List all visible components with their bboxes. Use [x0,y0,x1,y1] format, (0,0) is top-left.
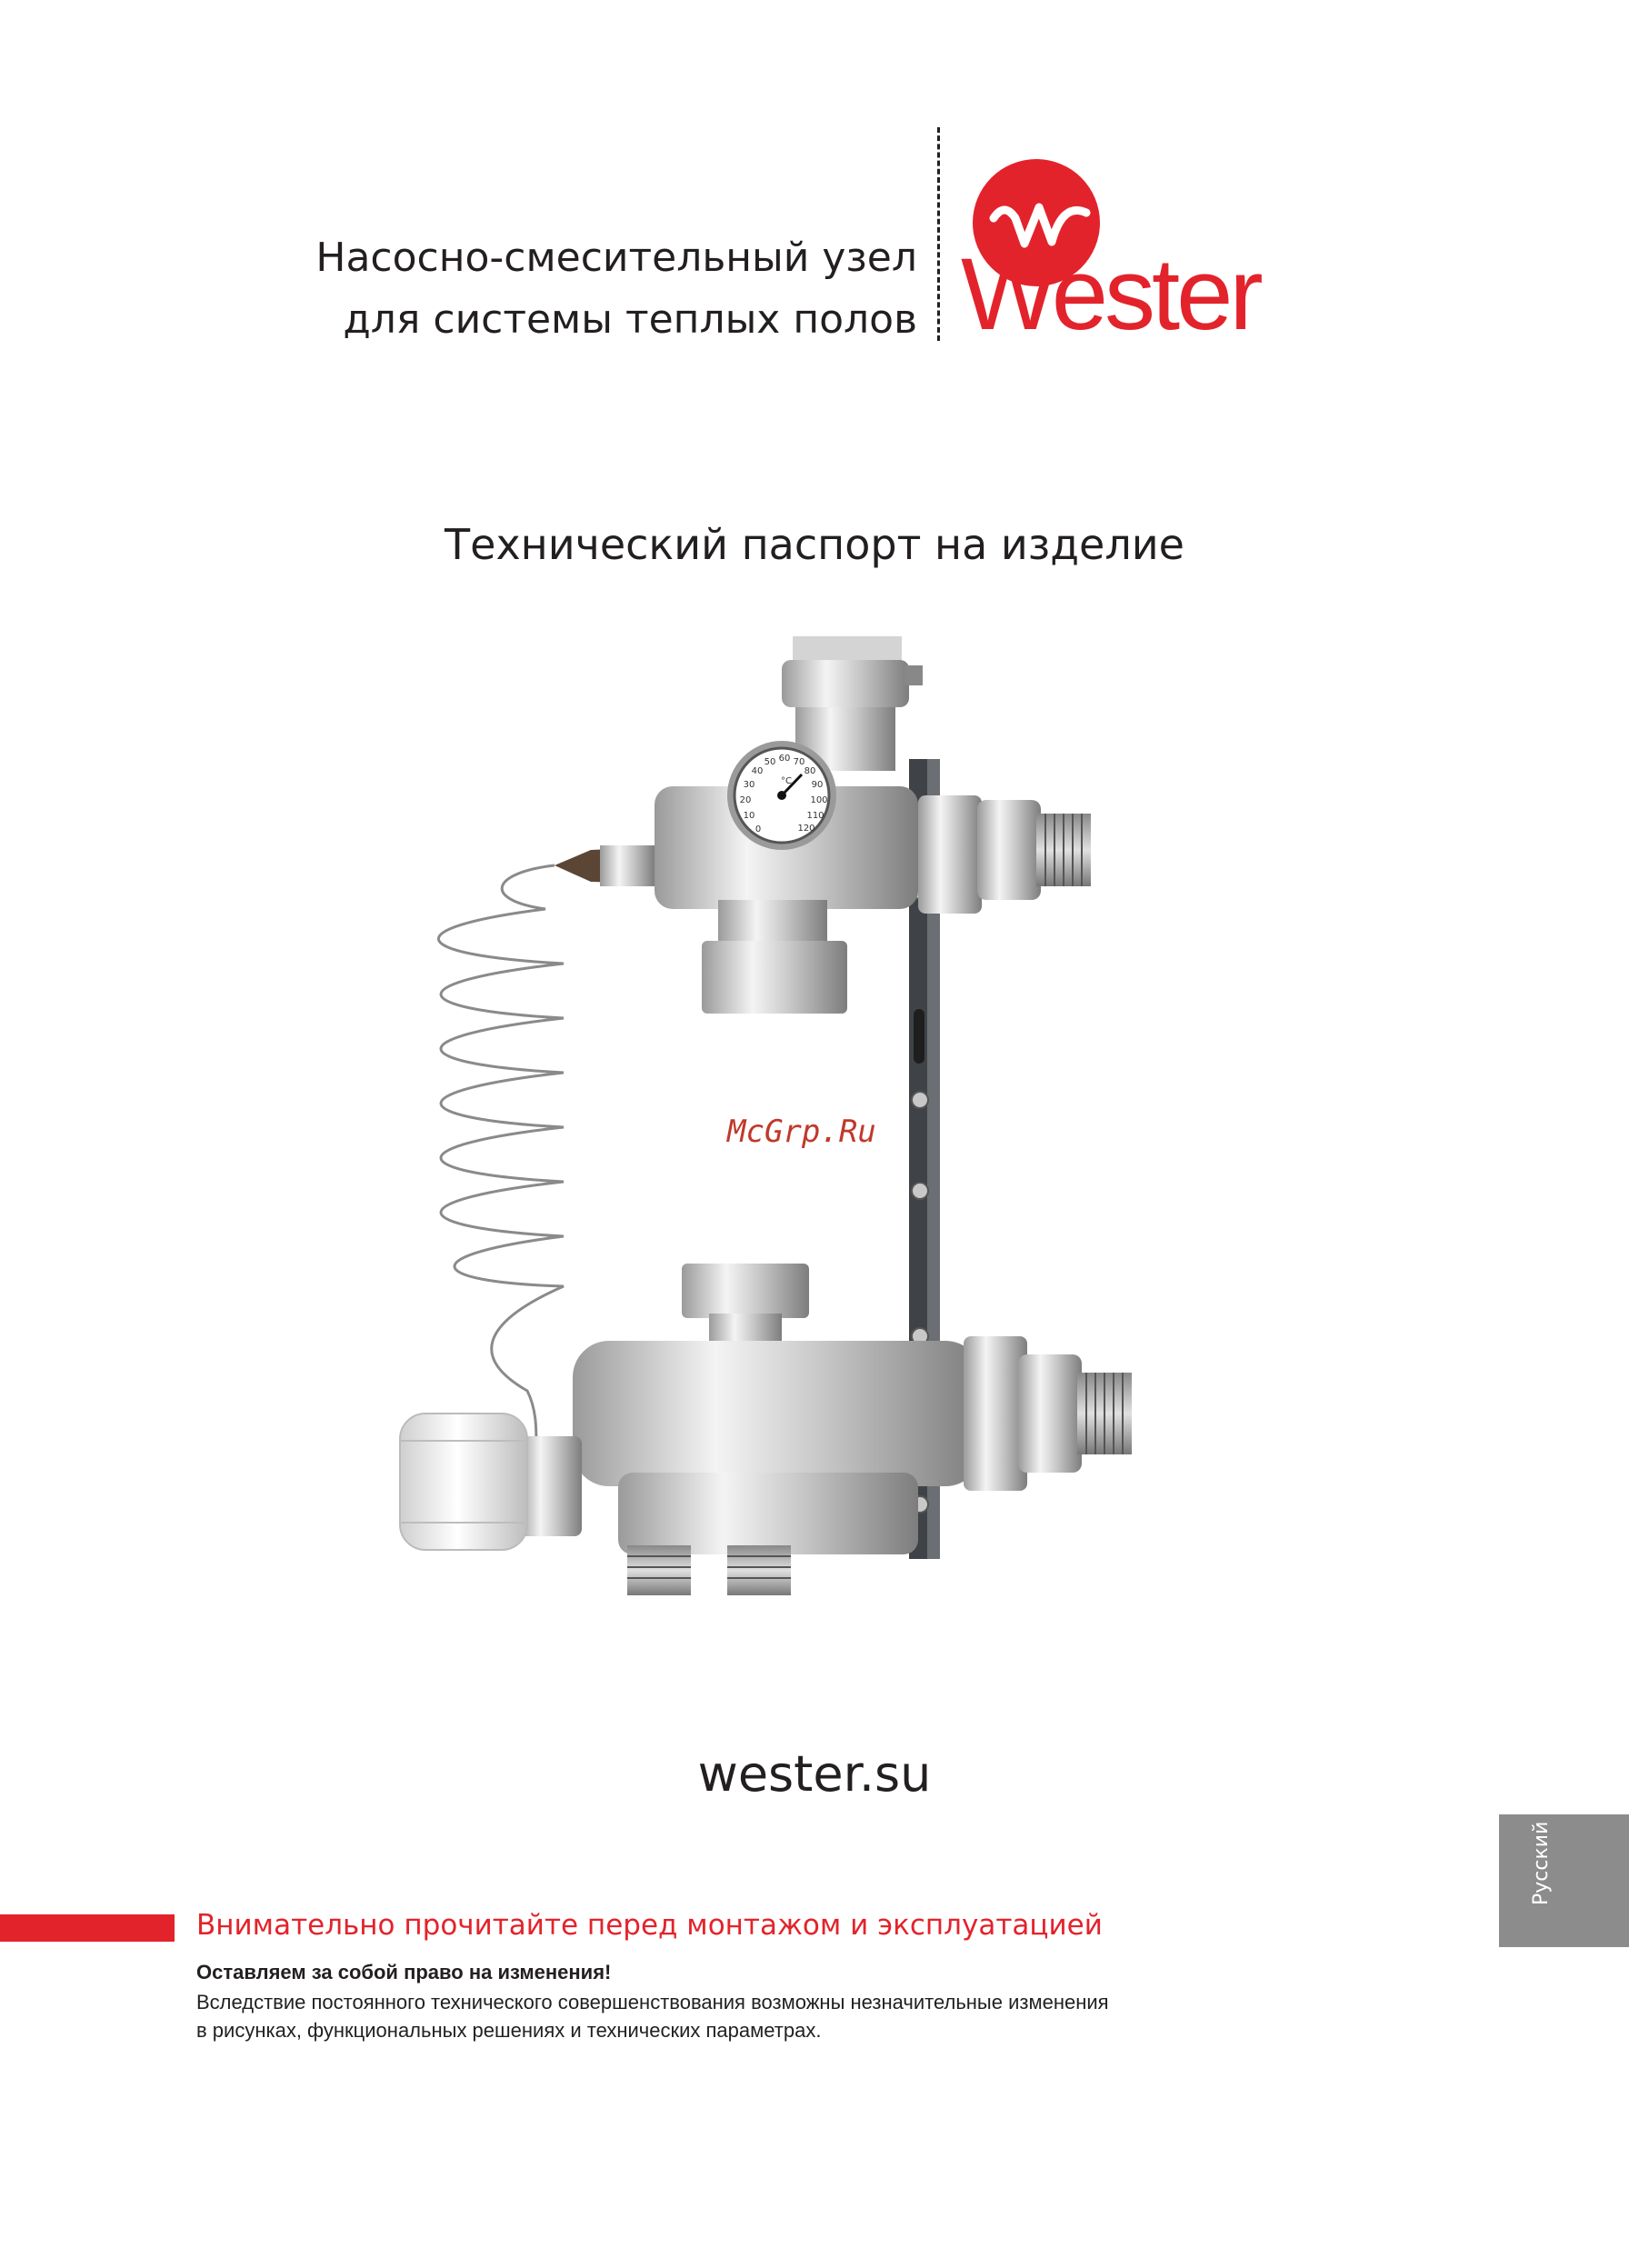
svg-text:50: 50 [765,757,776,767]
rights-notice-heading: Оставляем за собой право на изменения! [196,1961,612,1983]
red-accent-bar [0,1914,175,1942]
language-tab [1499,1814,1629,1947]
svg-text:°C: °C [781,776,792,786]
svg-text:10: 10 [744,811,755,821]
svg-text:60: 60 [779,754,791,764]
svg-text:70: 70 [794,757,805,767]
svg-text:110: 110 [806,811,824,821]
website-url[interactable]: wester.su [697,1745,932,1803]
svg-text:0: 0 [755,824,761,834]
wester-circle-logo-icon [973,159,1100,286]
svg-text:100: 100 [810,795,827,805]
pump-mixing-unit-image: 0 10 20 30 40 50 60 70 80 90 100 110 120… [382,627,1145,1682]
logo-wordmark: Wester [961,237,1264,351]
watermark: McGrp.Ru [727,1114,876,1150]
svg-text:80: 80 [805,766,816,776]
document-title: Технический паспорт на изделие [445,520,1184,569]
header-title: Насосно-смесительный узел для системы те… [315,227,917,351]
rights-notice-line1: Вследствие постоянного технического сове… [196,1991,1109,2013]
read-before-install-warning: Внимательно прочитайте перед монтажом и … [196,1909,1103,1942]
svg-text:20: 20 [740,795,752,805]
header-title-line2: для системы теплых полов [343,296,917,343]
svg-text:120: 120 [797,824,814,834]
rights-notice-line2: в рисунках, функциональных решениях и те… [196,2019,822,2042]
header-divider [937,127,940,341]
svg-text:40: 40 [752,766,764,776]
header-title-line1: Насосно-смесительный узел [315,235,917,281]
svg-text:30: 30 [744,780,755,790]
wester-logo: Wester [959,145,1286,355]
svg-text:90: 90 [812,780,824,790]
language-tab-label: Русский [1530,1821,1553,1905]
